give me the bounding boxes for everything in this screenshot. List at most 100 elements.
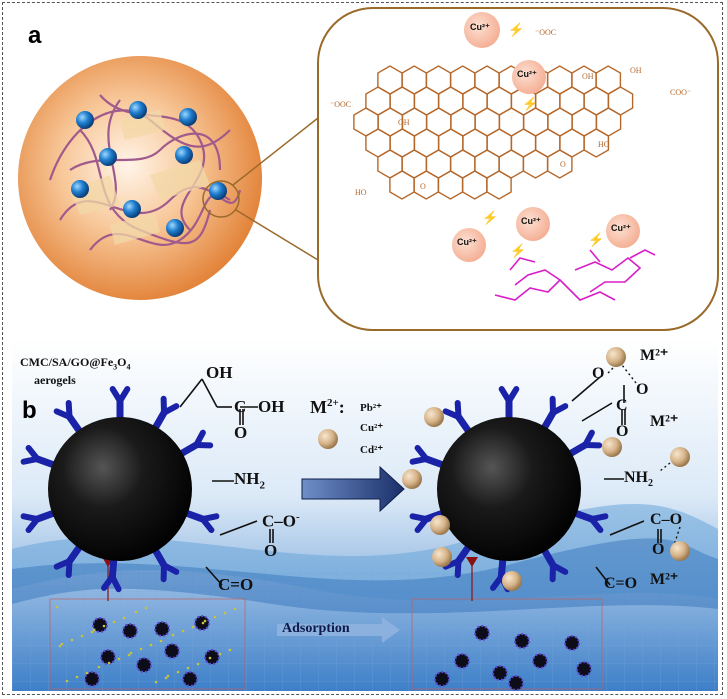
hydroxyl-label: OH	[630, 66, 642, 75]
aerogel-particle	[564, 635, 580, 651]
cu-ion	[464, 12, 500, 48]
ligand-branch	[161, 403, 180, 416]
cu-ion-label: Cu²⁺	[470, 22, 490, 32]
carboxyl-oxygen-right: O	[636, 381, 649, 398]
lightning-icon: ⚡	[510, 243, 527, 258]
metal-ion	[670, 447, 690, 467]
amine-group: NH2	[234, 469, 265, 492]
metal-trace	[117, 657, 121, 661]
cu-ion-label: Cu²⁺	[611, 223, 631, 233]
cu-ion-label: Cu²⁺	[457, 237, 477, 247]
metal-trace	[112, 620, 116, 624]
aerogel-particle	[164, 643, 180, 659]
ligand-branch	[20, 513, 41, 523]
carboxylate-group: C–O-	[262, 511, 300, 531]
metal-trace	[55, 605, 59, 609]
sample-box-right	[411, 598, 603, 690]
metal-trace	[149, 643, 153, 647]
metal-ion	[424, 407, 444, 427]
panel-a-label: a	[28, 22, 42, 49]
metal-trace	[65, 679, 69, 683]
ligand-branch	[414, 444, 430, 462]
metal-ion	[606, 347, 626, 367]
metal-trace	[90, 630, 94, 634]
metal-label: M2+:	[310, 397, 345, 417]
ligand-branch	[117, 386, 131, 404]
amine-group-right: NH2	[624, 469, 653, 490]
ligand-branch	[442, 558, 462, 570]
ligand-branch	[53, 558, 73, 570]
aerogel-core-right	[437, 417, 581, 561]
coordination-bonds	[607, 360, 681, 546]
carbonyl-group: C=O	[218, 575, 254, 594]
aerogel-particle	[532, 653, 548, 669]
bonds-left	[179, 378, 274, 586]
aerogel-core-left	[48, 417, 192, 561]
metal-trace	[127, 653, 131, 657]
fe3o4-particles	[71, 101, 227, 237]
hydroxyl-label: HO	[355, 188, 367, 197]
lightning-icon: ⚡	[482, 210, 499, 225]
metal-trace	[107, 661, 111, 665]
carboxyl-oh: OH	[258, 397, 285, 416]
hydroxyl-label: OH	[398, 118, 410, 127]
alginate-structure	[494, 249, 656, 301]
carbonyl-group-right: C=O	[604, 575, 638, 592]
carboxylate-label: COO⁻	[670, 88, 692, 97]
material-label-line2: aerogels	[34, 373, 76, 387]
ether-label: O	[420, 182, 426, 191]
metal-trace	[122, 616, 126, 620]
metal-trace	[97, 665, 101, 669]
metal-trace	[60, 642, 64, 646]
metal-ion	[670, 541, 690, 561]
pointer-arrow-right	[466, 557, 478, 567]
aerogel-particle	[204, 649, 220, 665]
zoom-line-top	[232, 117, 319, 186]
metal-trace	[233, 607, 237, 611]
adsorption-label: Adsorption	[282, 621, 350, 636]
aerogel-particle	[514, 633, 530, 649]
m2-label: M²⁺	[650, 571, 679, 588]
metal-trace	[213, 615, 217, 619]
metal-ion	[432, 547, 452, 567]
aerogel-particle	[92, 617, 108, 633]
metal-trace	[201, 621, 205, 625]
adsorbed-metal-ions	[402, 347, 690, 591]
small-particles	[55, 605, 592, 691]
carboxyl-oxygen-right-2: O	[616, 423, 629, 440]
carboxylate-label: ⁻OOC	[535, 28, 557, 37]
aerogel-particle	[136, 657, 152, 673]
graphene-oxide-structure	[353, 65, 634, 200]
go-sheets	[70, 110, 210, 245]
metal-trace	[134, 610, 138, 614]
carboxyl-carbon-right: C	[616, 397, 628, 414]
metal-ion	[602, 437, 622, 457]
carboxylate-carbon-right: C–O	[650, 511, 683, 528]
cu-ion	[516, 207, 550, 241]
aerogel-particle	[508, 675, 524, 691]
metal-trace	[102, 624, 106, 628]
metal-trace	[92, 628, 96, 632]
lightning-icon: ⚡	[508, 22, 525, 37]
ligand-branch	[65, 399, 73, 420]
carboxyl-oxygen: O	[234, 423, 248, 442]
ligand-branch	[454, 399, 462, 420]
metal-trace	[208, 656, 212, 660]
metal-trace	[159, 639, 163, 643]
metal-trace	[186, 666, 190, 670]
panel-b-label: b	[22, 397, 37, 424]
aerogel-sphere	[18, 56, 262, 300]
metal-cu: Cu²⁺	[360, 422, 384, 434]
metal-trace	[166, 674, 170, 678]
ligand-branch	[588, 516, 604, 534]
m2-label: M²⁺	[650, 413, 679, 430]
material-label: CMC/SA/GO@Fe3O4	[20, 355, 131, 372]
carboxylate-oxygen-right: O	[652, 541, 665, 558]
aerogel-particle	[122, 623, 138, 639]
cu-ion-label: Cu²⁺	[521, 216, 541, 226]
aerogel-particle	[182, 671, 198, 687]
metal-pb: Pb²⁺	[360, 402, 382, 414]
panel-b-graphic	[12, 339, 718, 691]
hexagon-ring	[486, 170, 512, 200]
